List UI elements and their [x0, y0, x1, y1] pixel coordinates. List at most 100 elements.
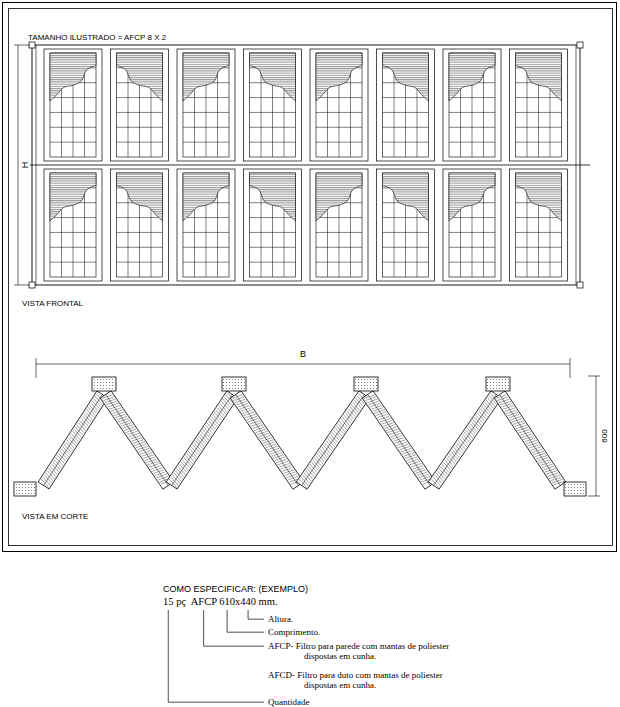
grid-line: [516, 217, 562, 218]
filter-media-hatch: [316, 173, 362, 221]
grid-line: [50, 247, 96, 248]
grid-line: [516, 97, 562, 98]
grid-frame: [516, 53, 562, 157]
filter-media-hatch: [250, 53, 296, 101]
grid-frame: [383, 173, 429, 277]
grid-line: [250, 262, 296, 263]
grid-line: [449, 142, 495, 143]
grid-frame: [50, 173, 96, 277]
grid-line: [383, 142, 429, 143]
wedge-center: [44, 395, 103, 486]
grid-frame: [183, 173, 229, 277]
grid-line: [316, 232, 362, 233]
filter-media: [316, 53, 362, 101]
grid-frame: [50, 53, 96, 157]
callout-text: AFCP- Filtro para parede com mantas de p…: [268, 641, 454, 662]
filter-media-hatch: [383, 173, 429, 221]
filter-media-hatch: [516, 53, 562, 101]
filter-media: [383, 173, 429, 221]
wedge-band: [494, 391, 565, 489]
filter-panel: [44, 169, 102, 281]
grid-line: [183, 142, 229, 143]
grid-frame: [117, 173, 163, 277]
filter-media: [50, 173, 96, 221]
filter-wedge: [230, 391, 303, 489]
grid-line: [250, 112, 296, 113]
dimension-line: [596, 376, 597, 496]
filter-media: [316, 173, 362, 221]
inner-frame: [9, 9, 613, 546]
grid-line: [383, 112, 429, 113]
grid-frame: [117, 53, 163, 157]
grid-line: [117, 127, 163, 128]
view-title: VISTA FRONTAL: [22, 299, 83, 308]
filter-media: [449, 53, 495, 101]
size-note: TAMANHO ILUSTRADO = AFCP 8 X 2: [28, 33, 166, 42]
filter-media-hatch: [50, 173, 96, 221]
grid-line: [516, 247, 562, 248]
filter-panel: [510, 49, 568, 161]
filter-wedge: [38, 391, 108, 489]
grid-line: [316, 112, 362, 113]
leader-line: [227, 610, 264, 632]
top-support: [222, 377, 246, 391]
end-support: [14, 482, 36, 496]
wedge-band: [428, 391, 501, 489]
grid-line: [183, 97, 229, 98]
dimension-tick: [14, 45, 30, 46]
filter-panel: [310, 49, 368, 161]
filter-media-hatch: [449, 53, 495, 101]
filter-media: [516, 53, 562, 101]
callout-text: Quantidade: [268, 697, 309, 707]
dimension-line: [36, 364, 570, 365]
grid-line: [183, 127, 229, 128]
filter-media: [183, 173, 229, 221]
grid-line: [250, 127, 296, 128]
grid-line: [50, 97, 96, 98]
wedge-band: [38, 391, 108, 489]
filter-wedge: [428, 391, 501, 489]
dimension-line: [18, 45, 19, 285]
top-support: [92, 377, 116, 391]
grid-line: [250, 97, 296, 98]
callout-text: AFCD- Filtro para duto com mantas de pol…: [268, 670, 454, 691]
grid-frame: [516, 173, 562, 277]
spec-example: 15 pç AFCP 610x440 mm.: [163, 596, 278, 608]
drawing-layer: [3, 3, 617, 552]
callout-text: Comprimento.: [268, 627, 320, 637]
grid-line: [117, 142, 163, 143]
grid-line: [183, 112, 229, 113]
filter-media-hatch: [183, 173, 229, 221]
filter-media-hatch: [50, 53, 96, 101]
grid-line: [117, 247, 163, 248]
grid-line: [183, 232, 229, 233]
grid-line: [117, 97, 163, 98]
filter-wedge: [166, 391, 237, 489]
grid-line: [516, 142, 562, 143]
grid-line: [316, 142, 362, 143]
grid-line: [50, 142, 96, 143]
panel-frame: [44, 169, 102, 281]
grid-frame: [183, 53, 229, 157]
dimension-label: 600: [600, 428, 609, 443]
grid-line: [449, 247, 495, 248]
grid-line: [449, 97, 495, 98]
panel-frame: [510, 169, 568, 281]
filter-wedge: [100, 391, 173, 489]
grid-line: [117, 217, 163, 218]
grid-frame: [383, 53, 429, 157]
panel-frame: [510, 49, 568, 161]
filter-media: [449, 173, 495, 221]
grid-line: [383, 232, 429, 233]
top-support-fill: [92, 377, 116, 391]
callout-text: Altura.: [268, 614, 293, 624]
grid-line: [449, 232, 495, 233]
filter-panel: [177, 49, 235, 161]
grid-line: [449, 217, 495, 218]
panel-frame: [111, 49, 169, 161]
dimension-tick: [36, 358, 37, 378]
grid-frame: [316, 173, 362, 277]
dimension-label: B: [299, 349, 307, 359]
filter-panel: [377, 169, 435, 281]
front-view: [14, 42, 590, 288]
